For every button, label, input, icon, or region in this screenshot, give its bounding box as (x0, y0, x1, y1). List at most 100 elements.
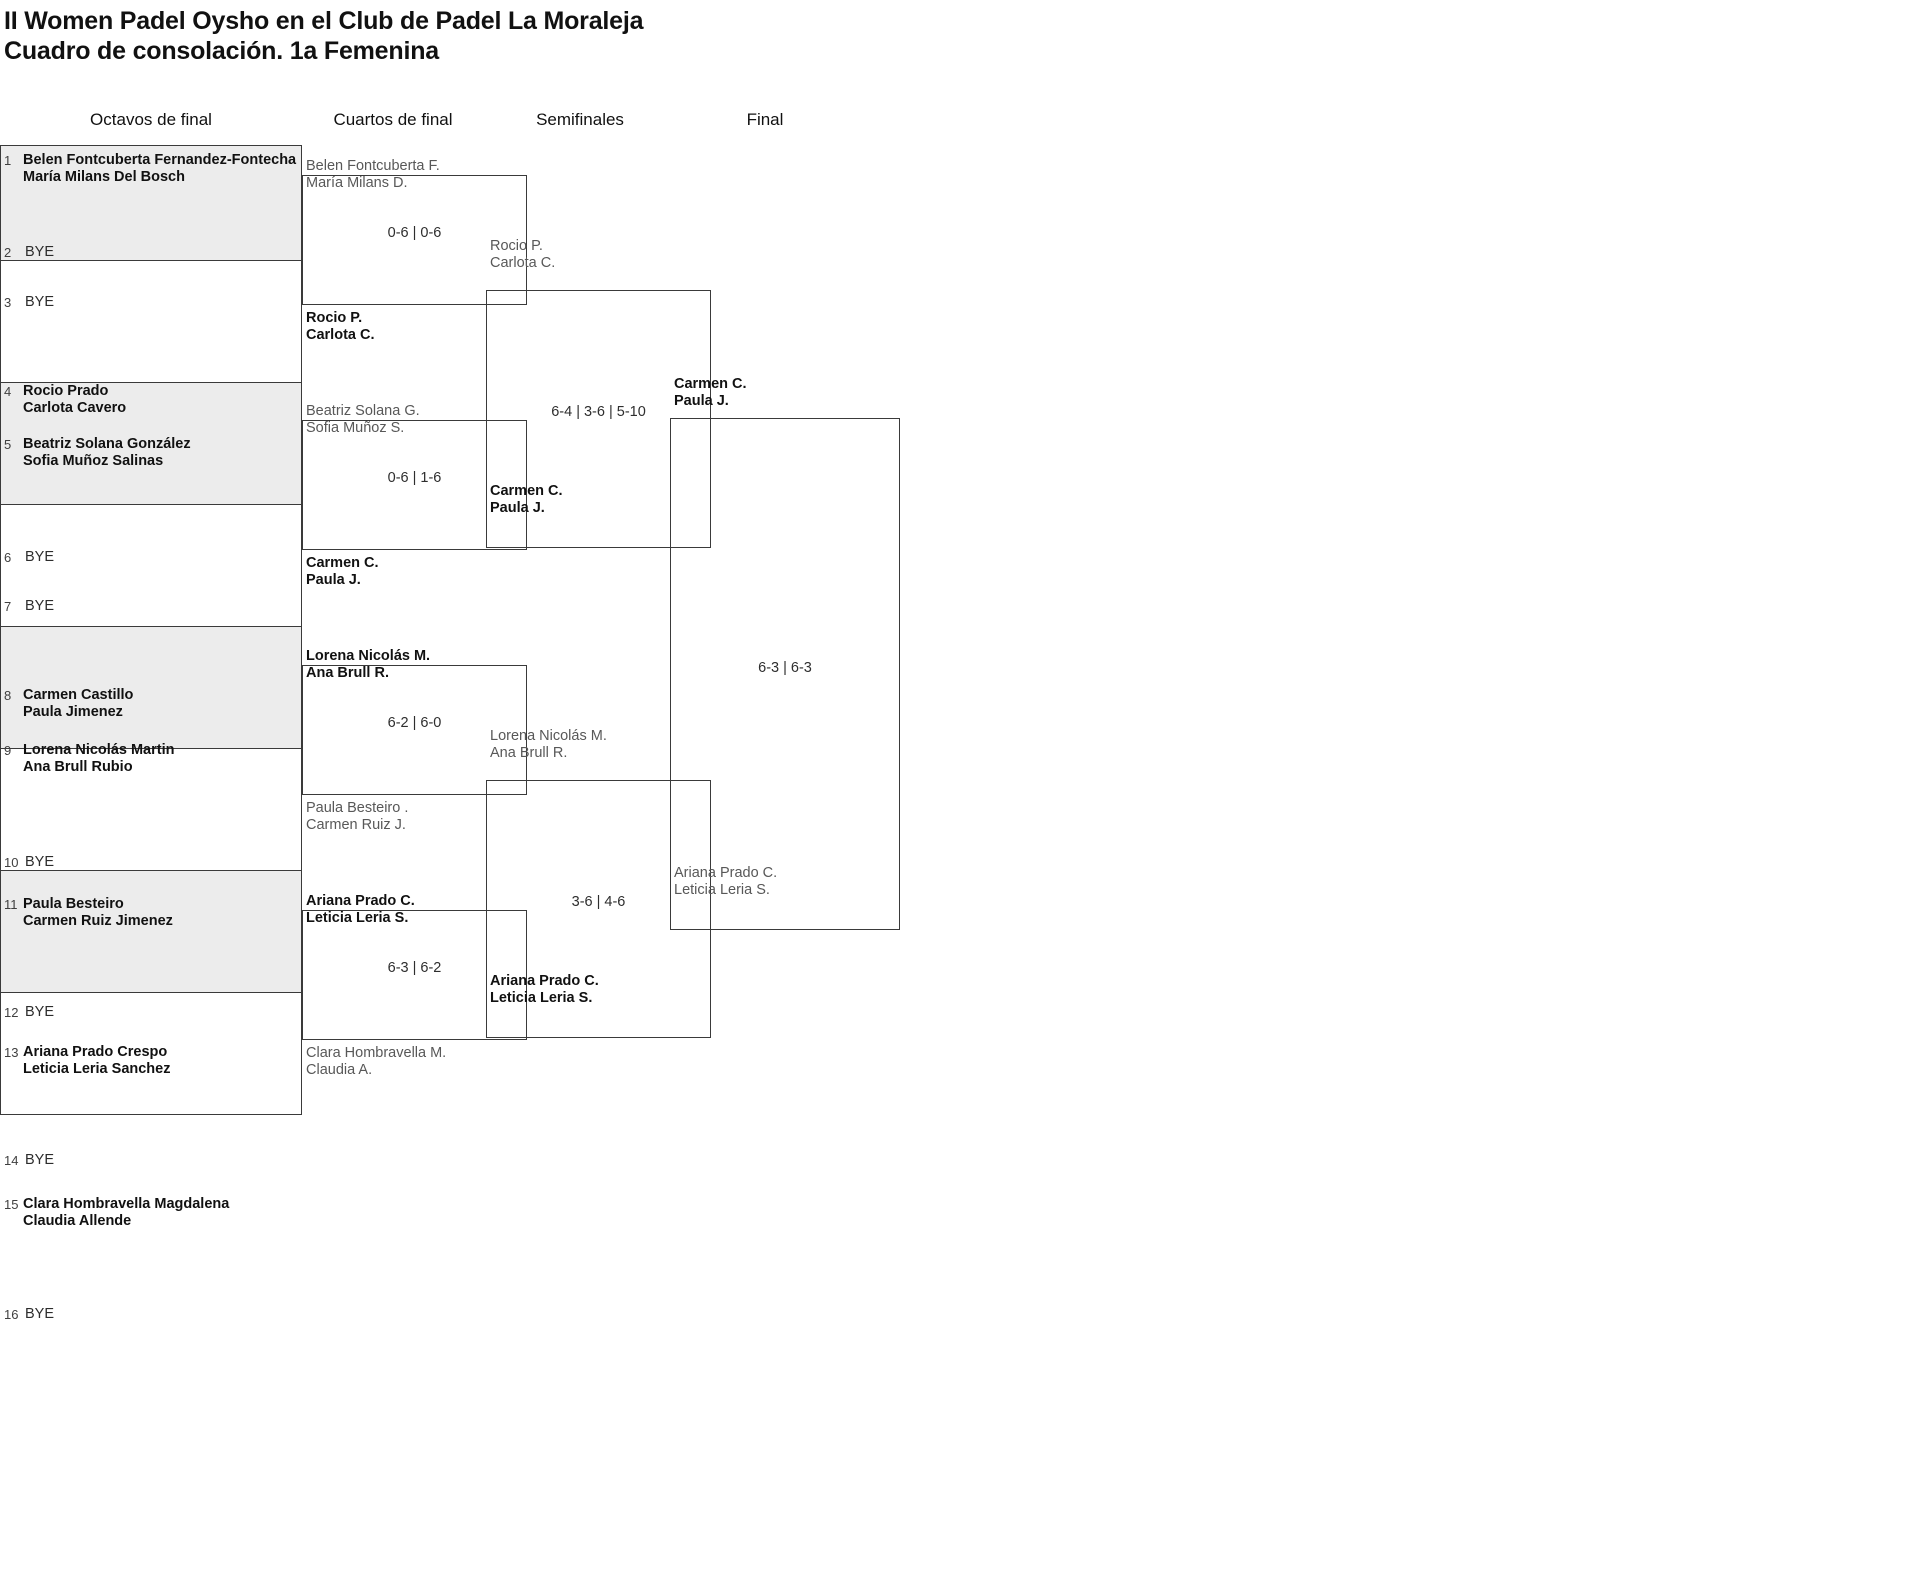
team-player-1: Belen Fontcuberta F. (306, 158, 440, 174)
qf-3-bottom-team[interactable]: Paula Besteiro . Carmen Ruiz J. (306, 800, 408, 834)
sf-2-top-team[interactable]: Lorena Nicolás M. Ana Brull R. (490, 728, 607, 762)
seed-slot[interactable]: 2 BYE (0, 244, 1920, 261)
seed-player-1: Rocio Prado (23, 383, 109, 399)
team-player-2: Ana Brull R. (490, 745, 568, 761)
seed-players: BYE (25, 294, 55, 310)
team-player-2: Ana Brull R. (306, 665, 389, 681)
team-player-1: Rocio P. (306, 310, 363, 326)
seed-players: BYE (25, 854, 55, 870)
seed-number: 1 (4, 153, 12, 168)
round-header-final: Final (746, 110, 784, 129)
sf-1-bottom-team[interactable]: Carmen C. Paula J. (490, 483, 563, 517)
match-box-final[interactable]: 6-3 | 6-3 (670, 418, 900, 930)
qf-1-bottom-team[interactable]: Rocio P. Carlota C. (306, 310, 375, 344)
final-bottom-team[interactable]: Ariana Prado C. Leticia Leria S. (674, 865, 777, 899)
seed-players: Lorena Nicolás Martin Ana Brull Rubio (23, 742, 174, 776)
qf-4-top-team[interactable]: Ariana Prado C. Leticia Leria S. (306, 893, 415, 927)
final-top-team[interactable]: Carmen C. Paula J. (674, 376, 747, 410)
qf-3-top-team[interactable]: Lorena Nicolás M. Ana Brull R. (306, 648, 430, 682)
qf-4-bottom-team[interactable]: Clara Hombravella M. Claudia A. (306, 1045, 446, 1079)
seed-slot[interactable]: 15 Clara Hombravella Magdalena Claudia A… (0, 1196, 1920, 1230)
seed-players: BYE (25, 1152, 55, 1168)
team-player-2: María Milans D. (306, 175, 408, 191)
match-box-sf-1[interactable]: 6-4 | 3-6 | 5-10 (486, 290, 711, 548)
seed-slot[interactable]: 6 BYE (0, 549, 1920, 566)
team-player-2: Carmen Ruiz J. (306, 817, 406, 833)
seed-slot[interactable]: 3 BYE (0, 294, 1920, 311)
seed-player-2: Paula Jimenez (23, 704, 123, 720)
seed-players: BYE (25, 598, 55, 614)
seed-slot[interactable]: 8 Carmen Castillo Paula Jimenez (0, 687, 1920, 721)
team-player-2: Carlota C. (490, 255, 556, 271)
team-player-2: Leticia Leria S. (306, 910, 409, 926)
match-score: 0-6 | 1-6 (387, 470, 442, 486)
match-score: 6-2 | 6-0 (387, 715, 442, 731)
seed-players: BYE (25, 244, 55, 260)
match-box-qf-4[interactable]: 6-3 | 6-2 (302, 910, 527, 1040)
match-box-qf-1[interactable]: 0-6 | 0-6 (302, 175, 527, 305)
seed-player-2: Ana Brull Rubio (23, 759, 133, 775)
seed-slot[interactable]: 11 Paula Besteiro Carmen Ruiz Jimenez (0, 896, 1920, 930)
seed-slot[interactable]: 10 BYE (0, 854, 1920, 871)
team-player-1: Lorena Nicolás M. (306, 648, 431, 664)
qf-2-bottom-team[interactable]: Carmen C. Paula J. (306, 555, 379, 589)
team-player-1: Beatriz Solana G. (306, 403, 420, 419)
match-score: 0-6 | 0-6 (387, 225, 442, 241)
seed-slot[interactable]: 4 Rocio Prado Carlota Cavero (0, 383, 1920, 417)
seed-slot[interactable]: 1 Belen Fontcuberta Fernandez-Fontecha M… (0, 152, 1920, 186)
seed-player-1: Beatriz Solana González (23, 436, 191, 452)
seed-band (1, 146, 301, 261)
seed-number: 15 (4, 1197, 19, 1212)
qf-2-top-team[interactable]: Beatriz Solana G. Sofia Muñoz S. (306, 403, 420, 437)
sf-1-top-team[interactable]: Rocio P. Carlota C. (490, 238, 555, 272)
seed-player-2: Claudia Allende (23, 1213, 132, 1229)
team-player-2: Paula J. (490, 500, 545, 516)
round-header-octavos: Octavos de final (90, 110, 212, 129)
seed-band (1, 749, 301, 871)
match-score: 6-4 | 3-6 | 5-10 (551, 404, 646, 420)
tournament-subtitle-line-2: Cuadro de consolación. 1a Femenina (4, 37, 439, 65)
seed-number: 2 (4, 245, 12, 260)
match-box-qf-2[interactable]: 0-6 | 1-6 (302, 420, 527, 550)
seed-number: 11 (4, 897, 18, 912)
seed-number: 4 (4, 384, 12, 399)
page-title: II Women Padel Oysho en el Club de Padel… (4, 6, 1204, 66)
seed-band (1, 261, 301, 383)
round1-column (0, 145, 302, 1115)
round-header-semifinales: Semifinales (536, 110, 624, 129)
match-box-sf-2[interactable]: 3-6 | 4-6 (486, 780, 711, 1038)
sf-2-bottom-team[interactable]: Ariana Prado C. Leticia Leria S. (490, 973, 599, 1007)
seed-number: 16 (4, 1307, 19, 1322)
team-player-1: Ariana Prado C. (306, 893, 415, 909)
qf-1-top-team[interactable]: Belen Fontcuberta F. María Milans D. (306, 158, 440, 192)
seed-slot[interactable]: 7 BYE (0, 598, 1920, 615)
seed-number: 13 (4, 1045, 19, 1060)
match-score: 6-3 | 6-2 (387, 960, 442, 976)
seed-band (1, 627, 301, 749)
seed-number: 5 (4, 437, 12, 452)
team-player-2: Sofia Muñoz S. (306, 420, 405, 436)
seed-slot[interactable]: 14 BYE (0, 1152, 1920, 1169)
seed-players: BYE (25, 1306, 55, 1322)
seed-player-1: Carmen Castillo (23, 687, 134, 703)
seed-player-2: Sofia Muñoz Salinas (23, 453, 164, 469)
seed-players: Clara Hombravella Magdalena Claudia Alle… (23, 1196, 229, 1230)
seed-slot[interactable]: 13 Ariana Prado Crespo Leticia Leria San… (0, 1044, 1920, 1078)
seed-number: 9 (4, 743, 12, 758)
seed-slot[interactable]: 12 BYE (0, 1004, 1920, 1021)
seed-players: Rocio Prado Carlota Cavero (23, 383, 126, 417)
seed-players: Belen Fontcuberta Fernandez-Fontecha Mar… (23, 152, 296, 186)
seed-number: 10 (4, 855, 19, 870)
seed-slot[interactable]: 9 Lorena Nicolás Martin Ana Brull Rubio (0, 742, 1920, 776)
match-score: 6-3 | 6-3 (758, 660, 812, 676)
seed-slot[interactable]: 16 BYE (0, 1306, 1920, 1323)
seed-slot[interactable]: 5 Beatriz Solana González Sofia Muñoz Sa… (0, 436, 1920, 470)
team-player-1: Clara Hombravella M. (306, 1045, 447, 1061)
tournament-title-line-1: II Women Padel Oysho en el Club de Padel… (4, 7, 644, 35)
seed-player-2: Carmen Ruiz Jimenez (23, 913, 173, 929)
seed-players: Beatriz Solana González Sofia Muñoz Sali… (23, 436, 191, 470)
match-box-qf-3[interactable]: 6-2 | 6-0 (302, 665, 527, 795)
team-player-2: Paula J. (306, 572, 361, 588)
seed-player-1: Clara Hombravella Magdalena (23, 1196, 230, 1212)
